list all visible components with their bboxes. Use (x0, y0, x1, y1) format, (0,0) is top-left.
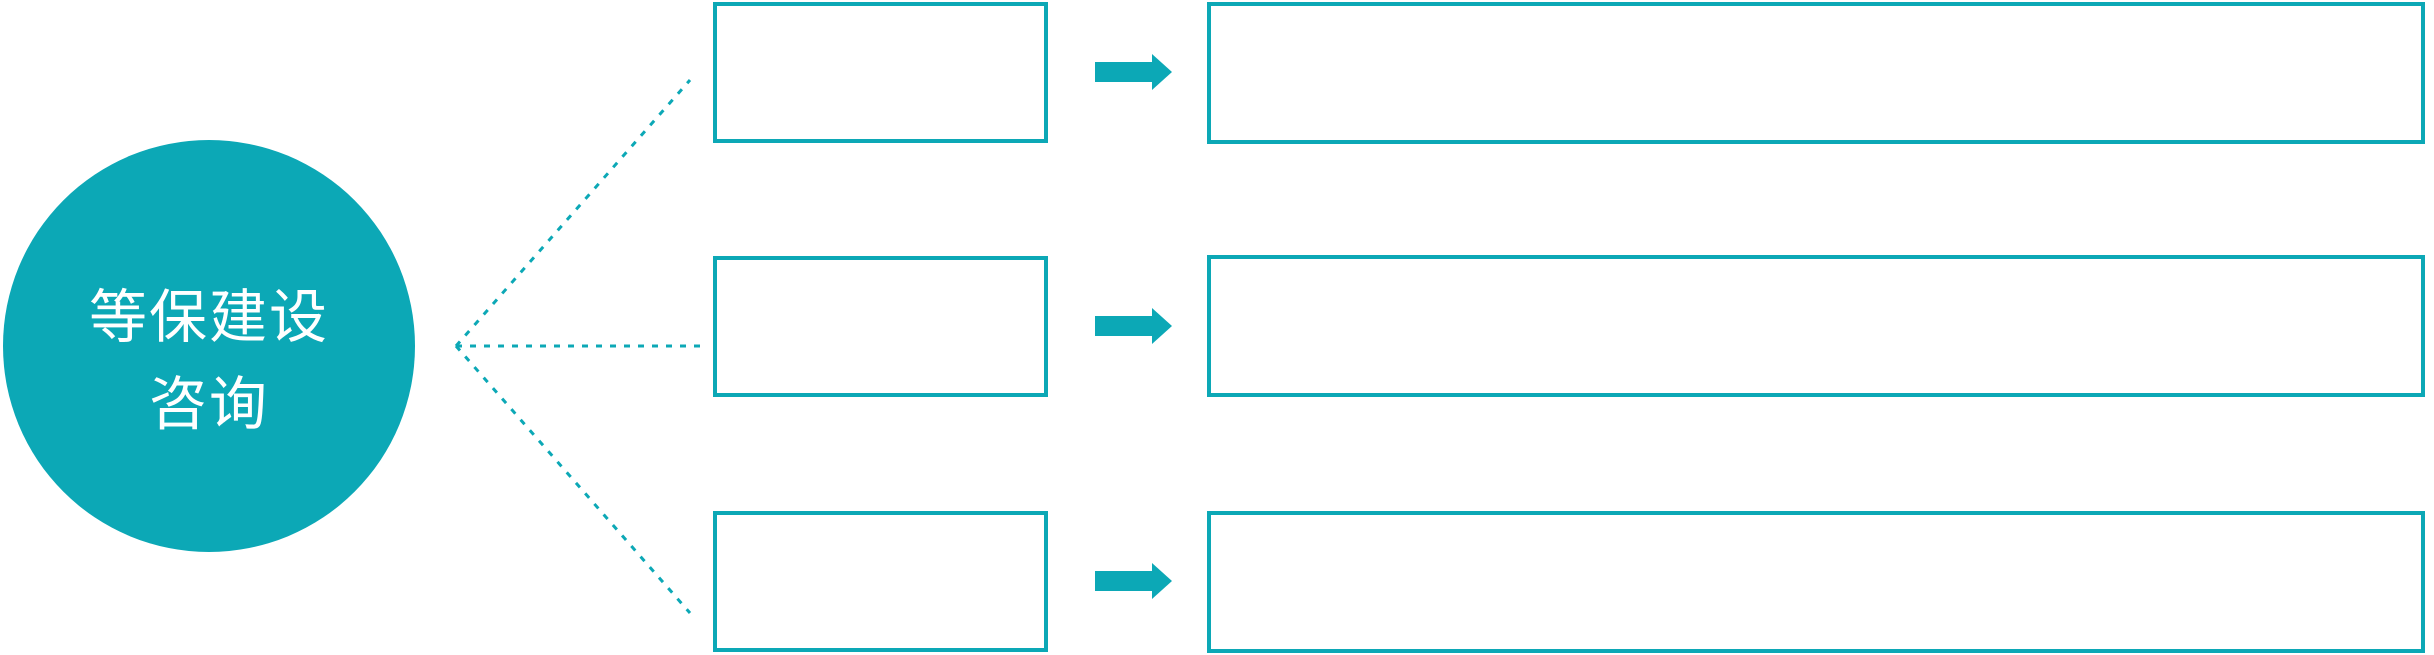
arrow-right-icon (1095, 563, 1172, 599)
source-box-3 (713, 511, 1048, 652)
arrow-right-icon (1095, 54, 1172, 90)
connector-line-top (454, 79, 692, 347)
detail-box-1 (1207, 2, 2425, 144)
detail-box-3 (1207, 511, 2425, 653)
connector-line-bottom (454, 345, 692, 614)
root-node-label-line2: 咨询 (148, 372, 269, 437)
root-node-circle: 等保建设 咨询 (3, 140, 415, 552)
source-box-1 (713, 2, 1048, 143)
source-box-2 (713, 256, 1048, 397)
detail-box-2 (1207, 255, 2425, 397)
arrow-right-icon (1095, 308, 1172, 344)
root-node-label-line1: 等保建设 (88, 285, 329, 350)
